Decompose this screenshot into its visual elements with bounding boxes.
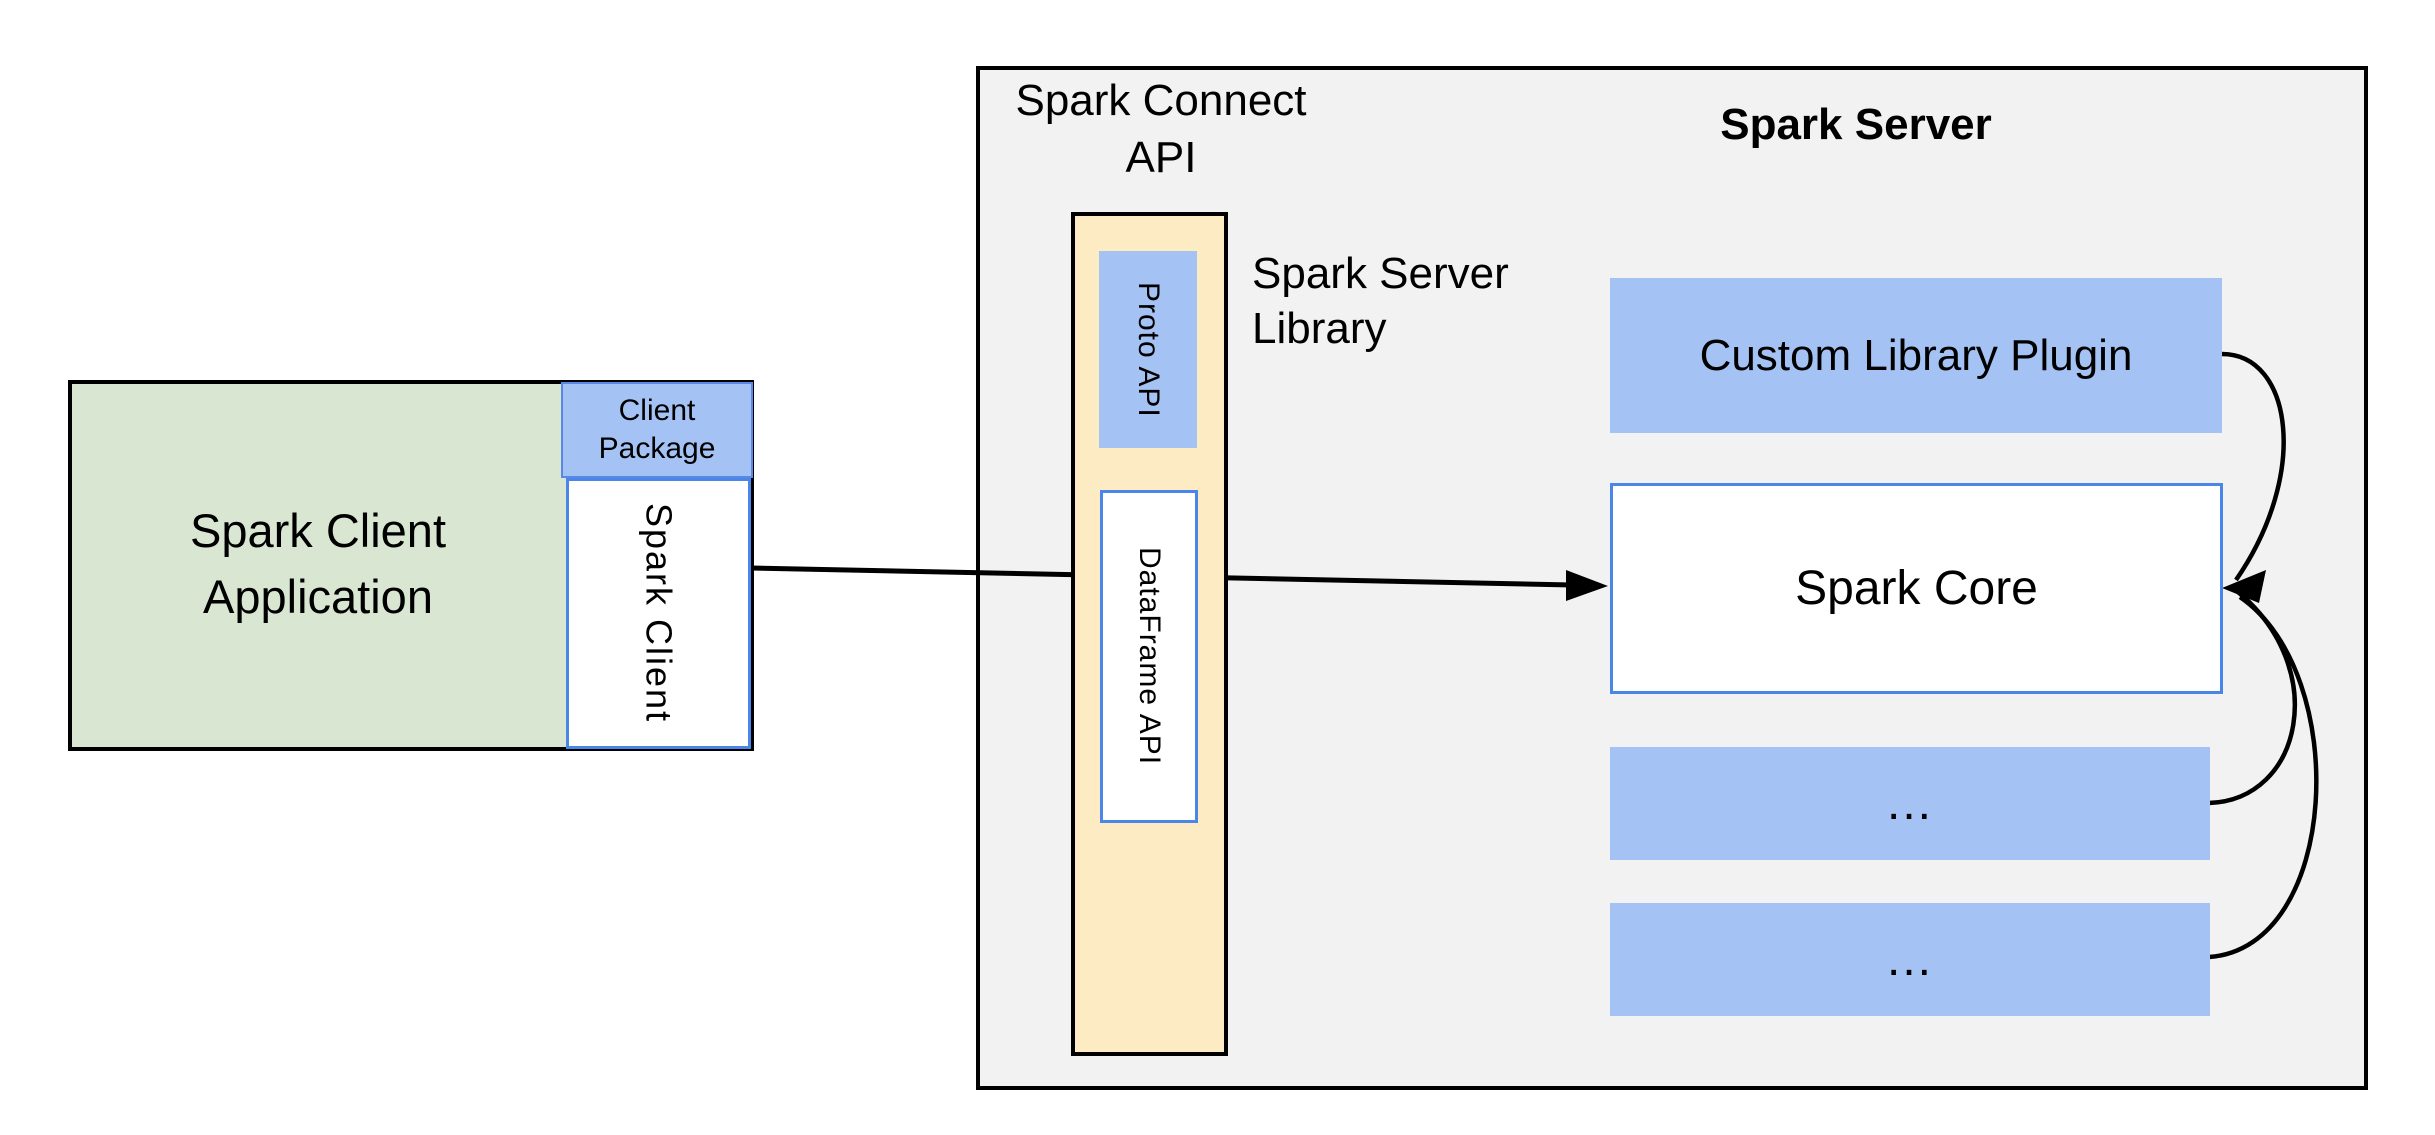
- curves-to-core-arrowhead: [2222, 570, 2266, 603]
- spark-client-box: Spark Client: [566, 478, 751, 749]
- additional-plugin-box-1: ...: [1610, 747, 2210, 860]
- spark-server-heading: Spark Server: [1720, 100, 1992, 149]
- proto-api-label: Proto API: [1132, 281, 1165, 418]
- spark-server-library-label: Spark Server Library: [1252, 246, 1592, 356]
- spark-client-label: Spark Client: [638, 503, 680, 724]
- ellipsis2-to-core-curve: [2208, 595, 2319, 960]
- spark-client-application-line2: Application: [203, 570, 433, 623]
- spark-server-library-line1: Spark Server: [1252, 249, 1509, 298]
- client-package-box: Client Package: [561, 382, 753, 478]
- client-package-line2: Package: [598, 432, 716, 465]
- spark-core-label: Spark Core: [1795, 562, 2038, 615]
- plugin-to-core-curve: [2221, 351, 2286, 582]
- spark-server-library-line2: Library: [1252, 304, 1387, 353]
- spark-connect-api-heading-line1: Spark Connect: [1015, 76, 1307, 125]
- dataframe-api-label: DataFrame API: [1133, 547, 1166, 766]
- spark-client-application-label: Spark Client Application: [68, 498, 568, 630]
- ellipsis-1-label: ...: [1886, 776, 1933, 830]
- proto-api-box: Proto API: [1099, 251, 1197, 448]
- client-to-core-arrowhead: [1566, 570, 1608, 601]
- spark-connect-api-heading: Spark Connect API: [976, 72, 1346, 186]
- client-package-label: Client Package: [599, 392, 716, 468]
- custom-library-plugin-label: Custom Library Plugin: [1699, 330, 2133, 380]
- ellipsis-2-label: ...: [1886, 932, 1933, 986]
- spark-connect-api-heading-line2: API: [1125, 133, 1197, 182]
- client-package-line1: Client: [618, 394, 696, 427]
- spark-core-box: Spark Core: [1610, 483, 2223, 694]
- dataframe-api-box: DataFrame API: [1100, 490, 1198, 823]
- spark-client-application-line1: Spark Client: [190, 504, 446, 557]
- custom-library-plugin-box: Custom Library Plugin: [1610, 278, 2222, 433]
- additional-plugin-box-2: ...: [1610, 903, 2210, 1016]
